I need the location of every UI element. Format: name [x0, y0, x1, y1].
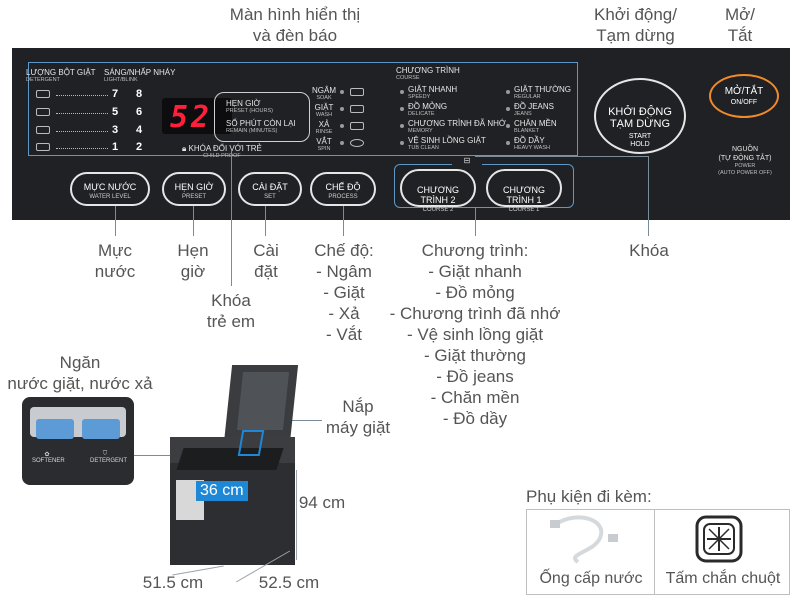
- height-dimension: 94 cm: [298, 493, 346, 512]
- callout-preset: Hẹn giờ: [177, 241, 209, 281]
- accessory-rat-guard-label: Tấm chắn chuột: [665, 570, 781, 587]
- power-note: NGUỒN (TỰ ĐỘNG TẮT)POWER (AUTO POWER OFF…: [718, 146, 772, 176]
- leader-water: [115, 206, 116, 236]
- leader-lock-horizontal: [475, 156, 649, 157]
- power-button[interactable]: MỞ/TẮT ON/OFF: [709, 74, 779, 118]
- level-6: 6: [136, 106, 143, 118]
- callout-lid: Nắp máy giặt: [325, 397, 391, 437]
- water-hose-icon: [550, 515, 618, 564]
- depth-dimension: 36 cm: [196, 481, 248, 501]
- leader-lock: [648, 156, 649, 236]
- detergent-cup-icon: [36, 126, 50, 134]
- soak-icon: [350, 88, 364, 96]
- callout-start: Khởi động/ Tạm dừng: [594, 5, 677, 45]
- width-dimension: 51.5 cm: [142, 573, 204, 592]
- wash-icon: [350, 105, 364, 113]
- level-2: 2: [136, 141, 143, 153]
- callout-water: Mực nước: [94, 241, 136, 281]
- rat-guard-icon: [695, 515, 743, 563]
- accessories-divider: [654, 509, 655, 595]
- detergent-cup-icon: [36, 143, 50, 151]
- display-indicator-frame: [28, 62, 578, 156]
- callout-lock: Khóa: [629, 241, 669, 260]
- start-hold-button[interactable]: KHỞI ĐỘNG TẠM DỪNG START HOLD: [594, 78, 686, 154]
- height-measure-line: [296, 470, 297, 560]
- leader-preset: [193, 206, 194, 236]
- softener-icon: ✿︎SOFTENER: [32, 452, 65, 464]
- level-8: 8: [136, 88, 143, 100]
- leader-process: [343, 206, 344, 236]
- side-dimension: 52.5 cm: [258, 573, 320, 592]
- leader-set: [265, 206, 266, 236]
- washer-lid-glass: [236, 372, 290, 430]
- callout-set: Cài đặt: [253, 241, 279, 281]
- accessories-title: Phụ kiện đi kèm:: [526, 487, 652, 506]
- level-4: 4: [136, 124, 143, 136]
- leader-lid: [290, 420, 322, 421]
- level-5: 5: [112, 106, 119, 118]
- callout-program: Chương trình: - Giặt nhanh - Đồ mỏng - C…: [389, 241, 561, 428]
- level-7: 7: [112, 88, 119, 100]
- detergent-drawer-image: ✿︎SOFTENER ⛉︎DETERGENT: [22, 397, 134, 485]
- callout-display: Màn hình hiển thị và đèn báo: [229, 5, 361, 45]
- spin-icon: [350, 139, 364, 147]
- drum-highlight: [237, 430, 265, 456]
- callout-child-lock: Khóa trẻ em: [206, 291, 256, 331]
- lock-icon: 🔒︎: [182, 144, 189, 153]
- detergent-icon: ⛉︎DETERGENT: [90, 451, 128, 464]
- course-buttons-frame: [394, 164, 574, 208]
- level-1: 1: [112, 141, 119, 153]
- callout-power: Mở/ Tắt: [724, 5, 756, 45]
- level-3: 3: [112, 124, 119, 136]
- detergent-cup-icon: [36, 108, 50, 116]
- callout-process: Chế độ: - Ngâm - Giặt - Xả - Vắt: [314, 241, 374, 344]
- seven-segment-display: 52: [162, 98, 232, 135]
- lock-link-icon: ⊟︎: [452, 156, 482, 166]
- accessory-hose-label: Ống cấp nước: [539, 570, 643, 587]
- detergent-cup-icon: [36, 90, 50, 98]
- washing-machine-control-strip: [176, 448, 284, 470]
- accessories-box: [526, 509, 790, 595]
- leader-program: [475, 208, 476, 236]
- leader-child-lock: [231, 150, 232, 286]
- time-label-box: [214, 92, 310, 142]
- callout-drawer: Ngăn nước giặt, nước xả: [7, 353, 153, 393]
- rinse-icon: [350, 122, 364, 130]
